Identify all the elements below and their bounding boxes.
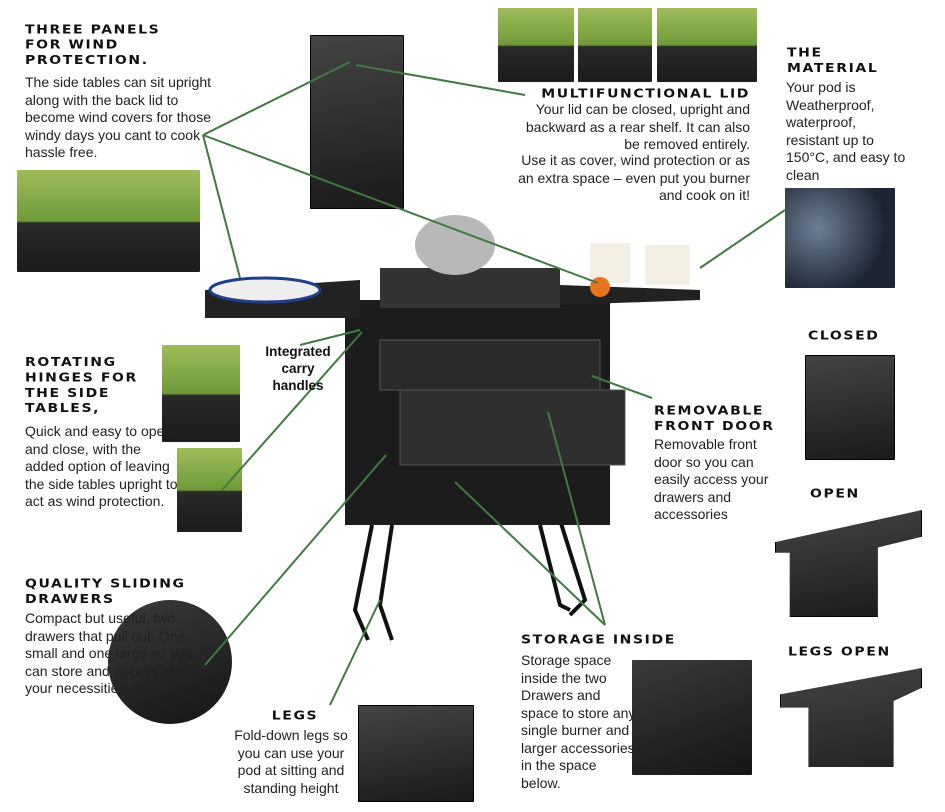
stove [380,268,560,308]
lid-body-1: Your lid can be closed, upright and back… [525,101,750,152]
hinge-photo-1 [162,345,240,442]
storage-body: Storage space inside the two Drawers and… [521,652,636,791]
lid-photo-1 [498,8,574,82]
drawer-small [379,339,601,391]
pod-legs [352,519,588,641]
drawer-large [399,389,626,466]
closed-title: Closed [808,328,880,344]
mug-1 [590,243,630,283]
open-title: Open [810,486,860,502]
material-title: The material [787,45,879,76]
lid-title: Multifunctional lid [541,86,750,102]
lid-body-2: Use it as cover, wind protection or as a… [518,152,750,203]
material-photo [785,188,895,288]
stove-wind-photo [17,170,200,272]
mug-2 [645,245,690,285]
drawers-title: Quality sliding drawers [25,576,186,607]
plate [208,276,322,304]
lid-photo-3 [657,8,757,82]
wind-body: The side tables can sit upright along wi… [25,74,211,160]
handles-label: Integrated carry handles [265,344,331,393]
hinges-body: Quick and easy to open and close, with t… [25,423,178,509]
arrows [202,61,786,706]
wind-title: Three panels for wind protection. [25,22,161,68]
legs-photo [358,705,474,802]
storage-photo [632,660,752,775]
closed-photo [805,355,895,460]
lid-photo-2 [578,8,652,82]
drawer-photo [108,600,232,724]
side-table-right [560,285,700,305]
storage-title: Storage inside [521,632,676,648]
legs-body: Fold-down legs so you can use your pod a… [234,727,348,796]
material-body: Your pod is Weatherproof, waterproof, re… [786,79,906,183]
legs-title: Legs [271,708,319,724]
legs-open-title: Legs open [788,644,891,660]
kettle [415,215,495,275]
hinge-photo-2 [177,448,242,532]
orange [590,277,610,297]
door-body: Removable front door so you can easily a… [654,436,769,522]
door-title: Removable front door [654,403,775,434]
drawers-body: Compact but useful, two drawers that pul… [25,610,193,696]
hinges-title: Rotating hinges for the side tables, [25,355,138,416]
